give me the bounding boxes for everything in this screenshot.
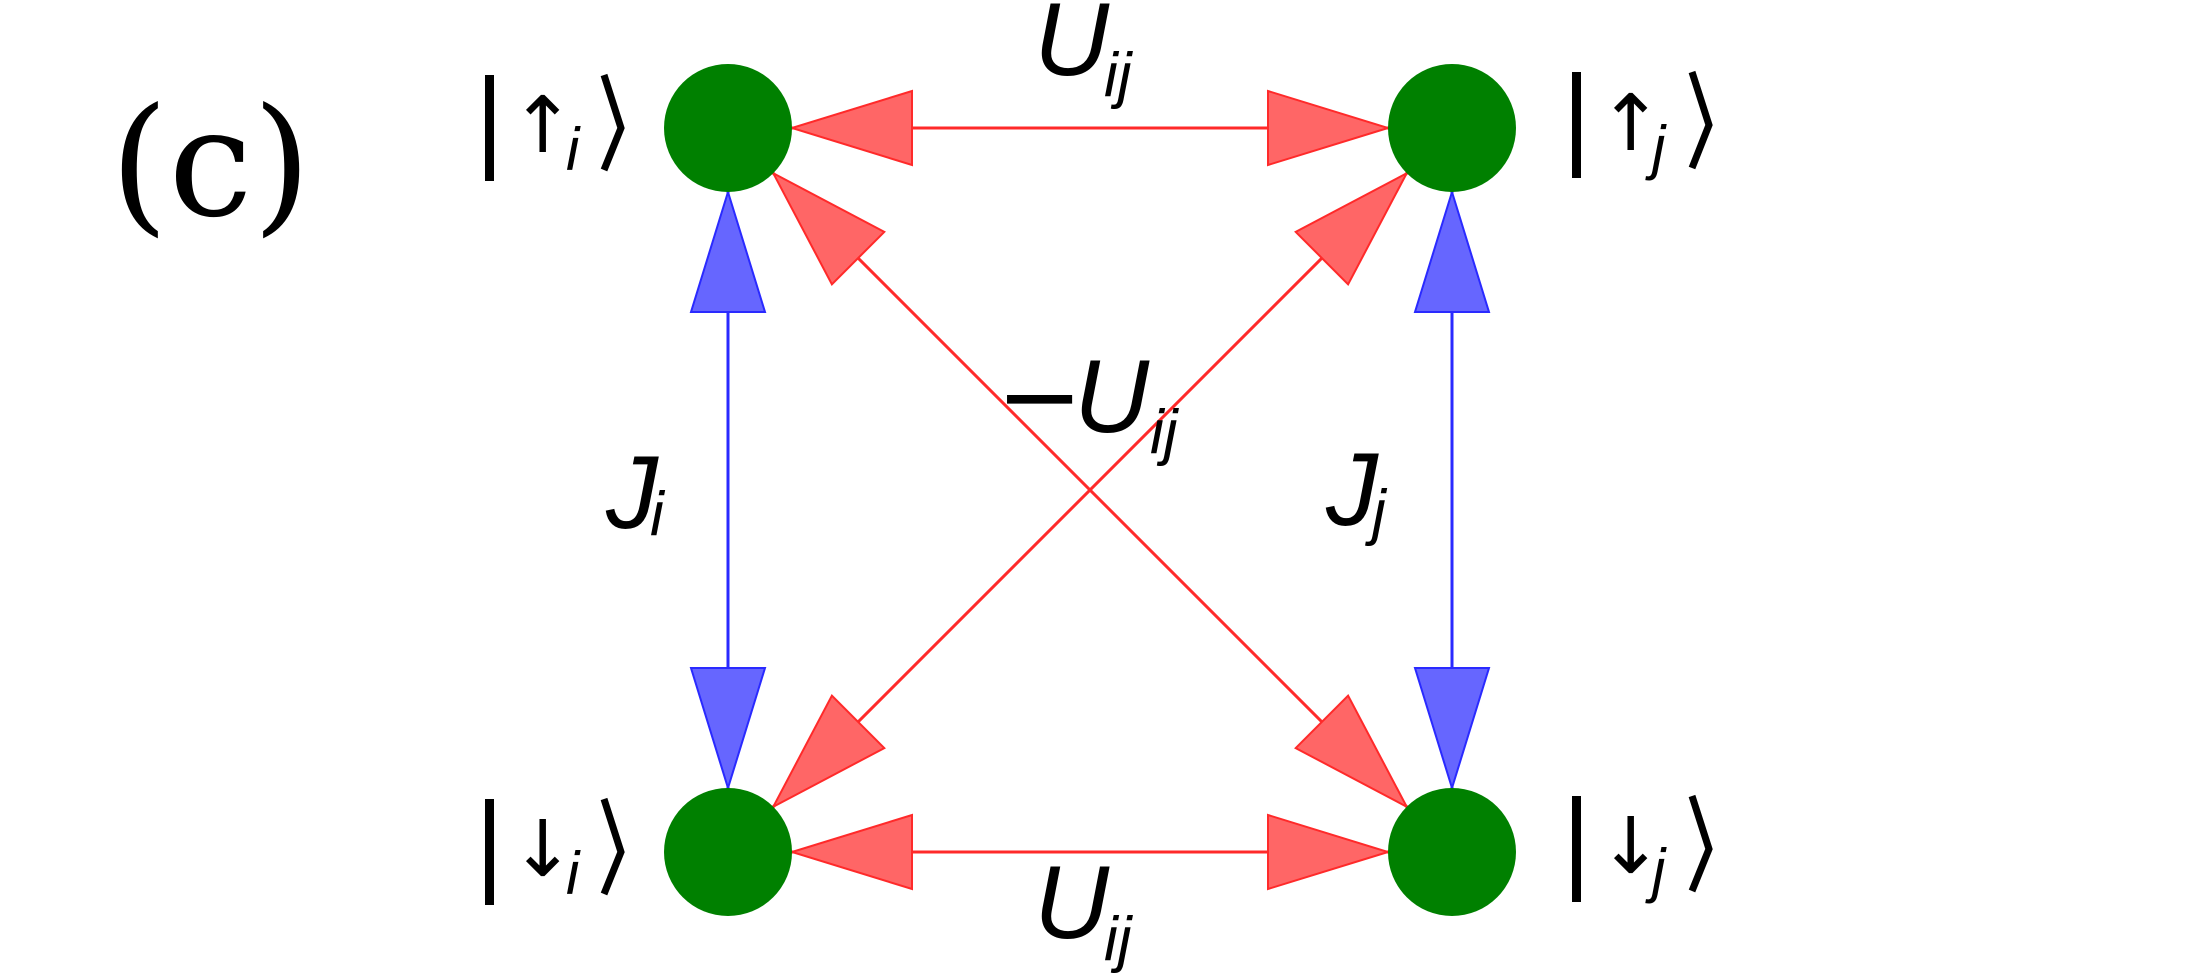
ket-subscript: i [566,840,581,907]
ket-bar [1572,72,1581,178]
node-down-i [664,788,792,916]
ket-angle [600,797,625,896]
arrowhead-diag-b-end-2 [770,694,886,810]
arrowhead-diag-b-end-1 [1294,170,1410,286]
ket-arrow: ↓ [510,805,575,895]
arrowhead-diag-a-end-2 [1294,694,1410,810]
ket-down-i: ↓ i [485,797,625,907]
label-symbol: U [1034,0,1110,98]
arrowhead-right-end-2 [1413,667,1491,792]
label-right-J: J j [1325,432,1388,548]
arrowhead-left-end-2 [689,667,767,792]
label-subscript: i [650,480,666,549]
ket-up-j: ↑ j [1572,70,1713,181]
node-down-j [1388,788,1516,916]
ket-angle [1688,794,1713,893]
ket-angle [600,73,625,172]
label-symbol: J [1325,432,1379,548]
ket-arrow: ↓ [1598,802,1663,892]
arrowhead-bottom-end-1 [788,813,913,891]
node-up-j [1388,64,1516,192]
panel-label: (c) [110,77,311,251]
ket-bar [1572,796,1581,902]
label-subscript: ij [1104,41,1134,110]
ket-arrow: ↑ [1598,79,1663,169]
ket-angle [1688,70,1713,170]
label-symbol: U [1034,845,1110,961]
arrowhead-bottom-end-2 [1267,813,1392,891]
arrowheads-layer [689,89,1491,891]
node-up-i [664,64,792,192]
arrowhead-top-end-2 [1267,89,1392,167]
arrowhead-right-end-1 [1413,188,1491,313]
label-subscript: ij [1104,905,1134,974]
label-diagonal-minus-U: − U ij [996,335,1180,467]
label-subscript: ij [1150,398,1180,467]
ket-bar [485,75,494,181]
arrowhead-diag-a-end-1 [770,170,886,286]
ket-bar [485,799,494,905]
label-left-J: J i [605,435,666,551]
nodes-layer [664,64,1516,916]
label-prefix: − [996,335,1083,457]
arrowhead-top-end-1 [788,89,913,167]
ket-arrow: ↑ [510,81,575,171]
label-symbol: U [1074,339,1150,455]
label-bottom-U: U ij [1034,845,1134,974]
label-symbol: J [605,435,659,551]
label-top-U: U ij [1034,0,1134,110]
arrowhead-left-end-1 [689,188,767,313]
ket-down-j: ↓ j [1572,794,1713,904]
ket-subscript: i [566,116,581,183]
ket-up-i: ↑ i [485,73,625,183]
